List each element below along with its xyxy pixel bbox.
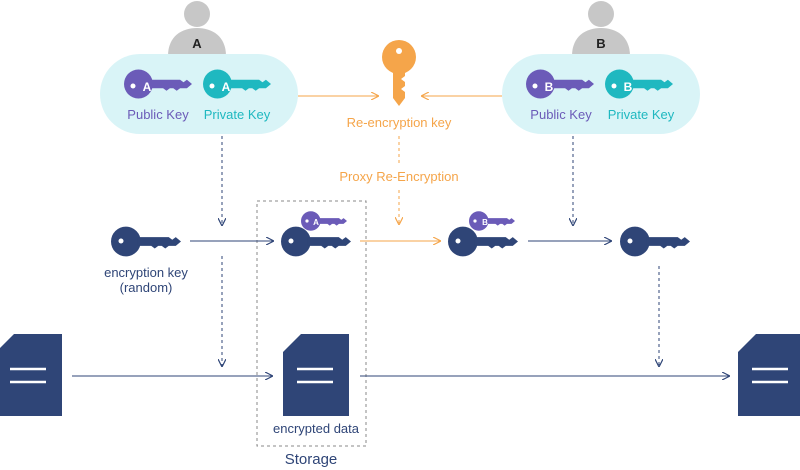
storage-title: Storage xyxy=(284,451,338,468)
encrypted-document-icon xyxy=(283,334,349,416)
user-a-letter: A xyxy=(192,36,202,51)
encryption-key-label: encryption key xyxy=(104,265,188,280)
user-b-keypair-panel xyxy=(502,54,700,134)
user-a-keypair-panel xyxy=(100,54,298,134)
person-b-icon xyxy=(572,1,630,56)
encryption-key-random-label: (random) xyxy=(119,280,173,295)
encrypted-data-label: encrypted data xyxy=(272,421,360,436)
re-encryption-key-label: Re-encryption key xyxy=(346,115,452,130)
small-key-a-badge: A xyxy=(313,218,319,227)
proxy-re-encryption-label: Proxy Re-Encryption xyxy=(339,169,459,184)
user-a-public-key-badge: A xyxy=(143,80,152,94)
re-encryption-key-icon xyxy=(382,40,416,106)
user-b-public-key-badge: B xyxy=(545,80,554,94)
user-b-public-key-label: Public Key xyxy=(530,107,592,122)
user-a-public-key-label: Public Key xyxy=(127,107,189,122)
decrypted-document-icon xyxy=(738,334,800,416)
user-b-private-key-badge: B xyxy=(624,80,633,94)
plaintext-document-icon xyxy=(0,334,62,416)
small-key-b-badge: B xyxy=(482,218,488,227)
user-a-private-key-badge: A xyxy=(222,80,231,94)
storage-box xyxy=(256,200,367,447)
user-a-private-key-label: Private Key xyxy=(203,107,271,122)
person-a-icon xyxy=(168,1,226,56)
user-b-letter: B xyxy=(596,36,606,51)
user-b-private-key-label: Private Key xyxy=(607,107,675,122)
